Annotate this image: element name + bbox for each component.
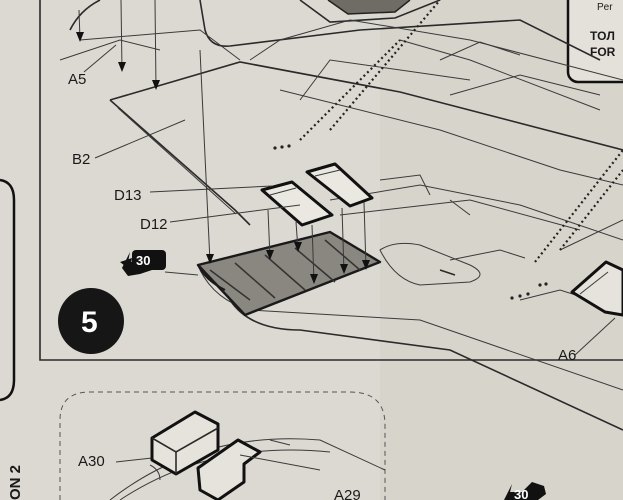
note-line-1: Per (597, 2, 613, 13)
note-line-3: FOR (590, 45, 616, 59)
lower-star-badge-icon: 30 (504, 482, 546, 500)
leader-lines (83, 44, 616, 463)
label-a6: A6 (558, 347, 576, 364)
step-number: 5 (81, 306, 98, 339)
note-line-2: TOЛ (590, 29, 615, 43)
label-a5: A5 (68, 71, 86, 88)
label-a30: A30 (78, 453, 105, 470)
flap-bay (196, 230, 382, 317)
label-b2: B2 (72, 151, 90, 168)
part-d13-drawing (260, 162, 374, 227)
star-badge-icon: 30 (120, 250, 166, 276)
left-bracket (0, 178, 16, 402)
label-d12: D12 (140, 216, 168, 233)
step-frame (39, 0, 623, 361)
side-label: ON 2 (7, 465, 24, 500)
inset-panel (59, 391, 386, 500)
fuselage-drawing (59, 0, 601, 61)
assembly-arrows (76, 0, 370, 284)
lower-badge-number: 30 (514, 487, 528, 500)
part-a6-drawing (570, 260, 623, 317)
top-right-note: Per TOЛ FOR (566, 0, 623, 84)
step-number-badge: 5 (58, 288, 124, 354)
label-a29: A29 (334, 487, 361, 500)
badge-number: 30 (136, 253, 150, 268)
label-d13: D13 (114, 187, 142, 204)
dotted-guide-lines (273, 0, 623, 300)
